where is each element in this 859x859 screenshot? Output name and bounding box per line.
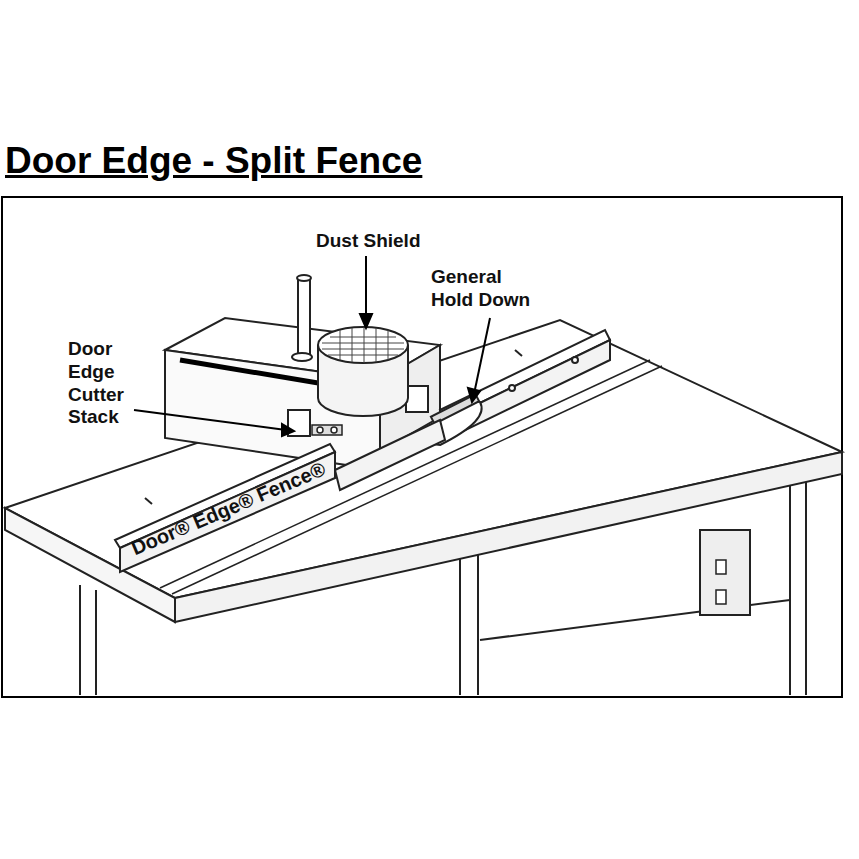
frame <box>2 197 842 697</box>
hold-down-post <box>292 275 312 361</box>
cutter-stack <box>312 425 342 435</box>
part-label: General Hold Down <box>431 266 543 312</box>
page-title: Door Edge - Split Fence <box>5 140 422 182</box>
part-label: Door Edge Cutter Stack <box>68 338 140 429</box>
split-fence <box>115 330 610 572</box>
part-label: Dust Shield <box>316 230 456 253</box>
dust-shield <box>318 327 408 416</box>
table <box>5 320 842 695</box>
